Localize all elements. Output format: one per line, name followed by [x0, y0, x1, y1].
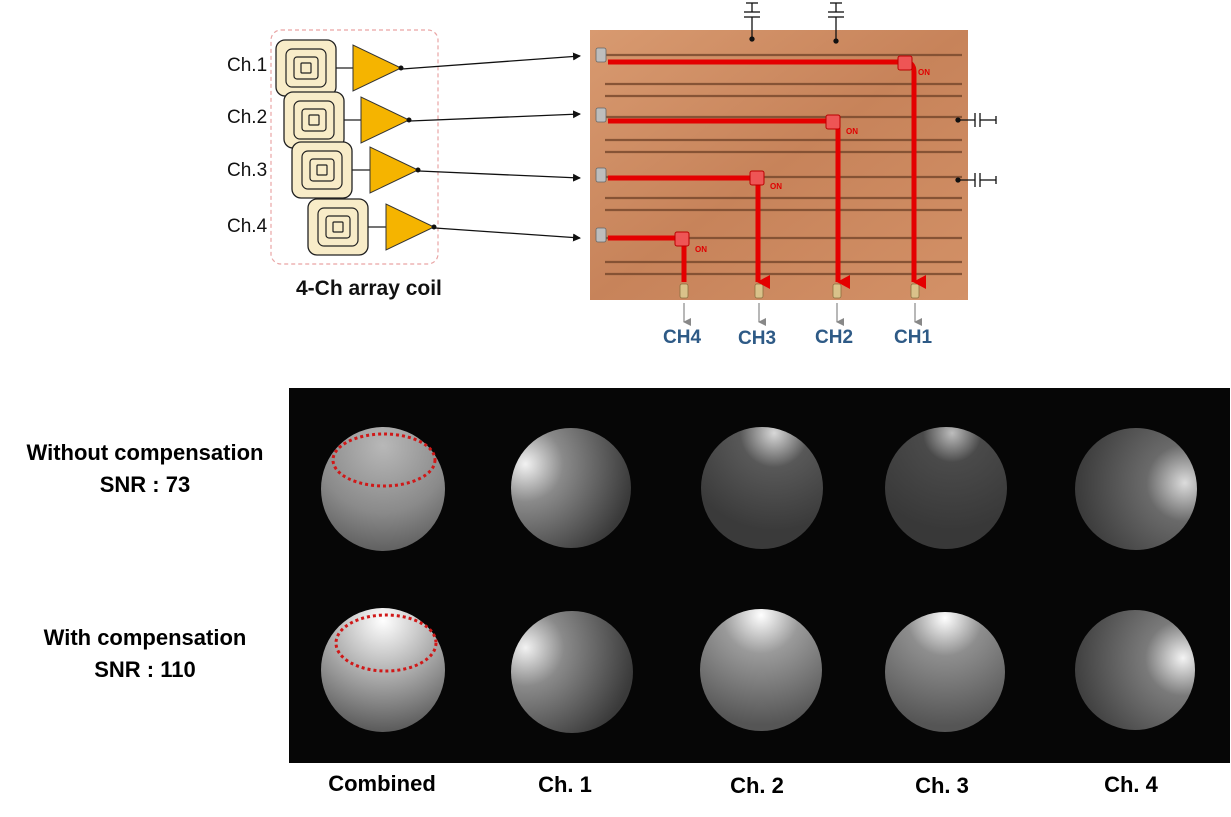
column-label-ch4: Ch. 4 [1104, 772, 1158, 797]
coil-element-2 [283, 91, 412, 149]
side-capacitors [955, 113, 997, 187]
array-coil-caption: 4-Ch array coil [296, 277, 442, 300]
coil-label-ch2: Ch.2 [227, 107, 268, 128]
roi-ellipse-with [334, 613, 438, 673]
roi-ellipse-without [331, 432, 437, 488]
board-traces [605, 53, 962, 276]
column-label-ch3: Ch. 3 [915, 773, 969, 798]
output-label-ch2: CH2 [815, 327, 854, 348]
arrow-ch1 [401, 52, 581, 70]
phantom-ch3-with [885, 612, 1005, 732]
input-connectors [595, 47, 607, 243]
phantom-ch1-with [511, 611, 633, 733]
switch-boxes [674, 55, 913, 247]
mri-image-grid [289, 388, 1230, 763]
phantom-ch1-without [511, 428, 631, 548]
phantom-combined-with [321, 608, 445, 732]
column-label-ch1: Ch. 1 [538, 772, 592, 797]
coil-label-ch4: Ch.4 [227, 216, 268, 237]
snr-with: SNR : 110 [94, 657, 196, 682]
phantom-ch4-with [1075, 610, 1195, 730]
coil-label-ch3: Ch.3 [227, 160, 268, 181]
output-label-ch1: CH1 [894, 327, 933, 348]
phantom-ch4-without [1075, 428, 1197, 550]
arrow-ch4 [434, 227, 581, 242]
arrow-ch3 [418, 170, 581, 182]
row-title-with: With compensation [43, 625, 247, 650]
amplifier-4-icon [385, 203, 436, 251]
row-title-without: Without compensation [26, 440, 264, 465]
switch-4 [674, 231, 690, 247]
on-label-4: ON [695, 245, 707, 254]
snr-without: SNR : 73 [99, 472, 191, 497]
top-capacitors [744, 2, 844, 44]
amplifier-3-icon [369, 146, 420, 194]
phantom-ch2-with [700, 609, 822, 731]
output-label-ch3: CH3 [738, 328, 777, 349]
board-photo [590, 30, 968, 300]
coil-element-4 [307, 198, 437, 256]
on-label-3: ON [770, 182, 782, 191]
row-label-with: With compensation SNR : 110 [0, 622, 290, 686]
phantom-ch3-without [885, 427, 1007, 549]
array-coil-boundary [270, 29, 439, 265]
coil-element-3 [291, 141, 421, 199]
phantom-ch2-without [701, 427, 823, 549]
coil-element-1 [275, 39, 404, 97]
output-label-ch4: CH4 [663, 327, 702, 348]
switch-2 [825, 114, 841, 130]
on-label-2: ON [846, 127, 858, 136]
coil-label-ch1: Ch.1 [227, 55, 268, 76]
on-label-1: ON [918, 68, 930, 77]
column-label-ch2: Ch. 2 [730, 773, 784, 798]
output-arrows [683, 303, 922, 326]
row-label-without: Without compensation SNR : 73 [0, 437, 290, 501]
column-label-combined: Combined [328, 771, 436, 796]
switch-board: ON ON ON ON [590, 2, 997, 326]
coil-to-board-arrows [401, 52, 581, 242]
amplifier-1-icon [352, 44, 403, 92]
phantom-combined-without [321, 427, 445, 551]
arrow-ch2 [409, 110, 581, 122]
array-coil-diagram [270, 29, 439, 265]
switch-1 [897, 55, 913, 71]
amplifier-2-icon [360, 96, 411, 144]
switch-3 [749, 170, 765, 186]
